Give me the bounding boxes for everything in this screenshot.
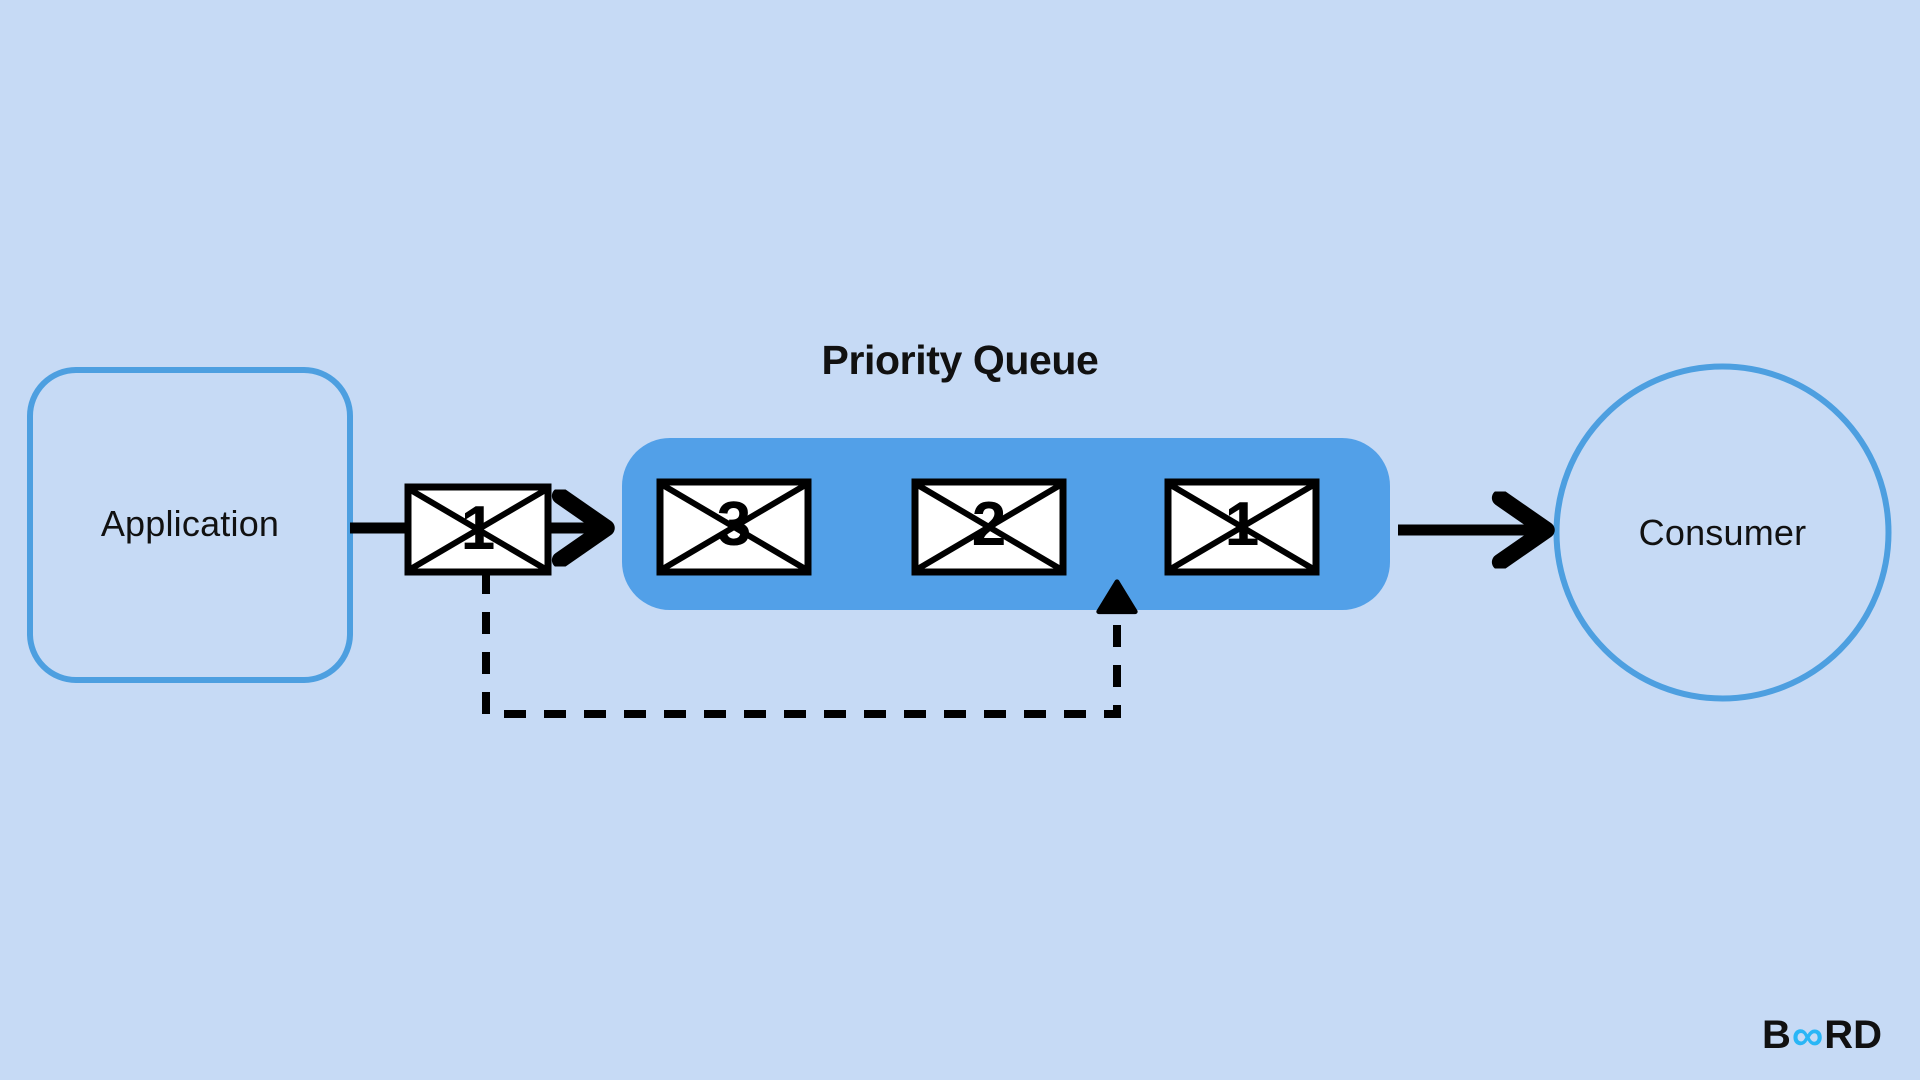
consumer-node-label: Consumer: [1638, 512, 1807, 553]
queue-envelope-number-1: 2: [971, 490, 1007, 559]
connector-reorder-feedback: [482, 572, 1138, 718]
queue-envelope-icon-2[interactable]: [1164, 478, 1320, 576]
queue-envelope-number-0: 3: [716, 490, 752, 559]
infinity-icon: ∞: [1791, 1011, 1824, 1061]
logo-text-rd: RD: [1824, 1012, 1883, 1057]
queue-envelope-icon-1[interactable]: [911, 478, 1067, 576]
incoming-envelope-number: 1: [460, 494, 496, 563]
page-title: Priority Queue: [821, 337, 1099, 383]
queue-envelope-number-2: 1: [1224, 490, 1260, 559]
logo-text-b: B: [1762, 1012, 1791, 1057]
application-node-label: Application: [100, 503, 280, 544]
board-logo: B ∞ RD: [1762, 1011, 1883, 1061]
incoming-envelope-icon[interactable]: [404, 483, 552, 576]
consumer-node[interactable]: [1553, 363, 1892, 702]
queue-envelope-icon-0[interactable]: [656, 478, 812, 576]
